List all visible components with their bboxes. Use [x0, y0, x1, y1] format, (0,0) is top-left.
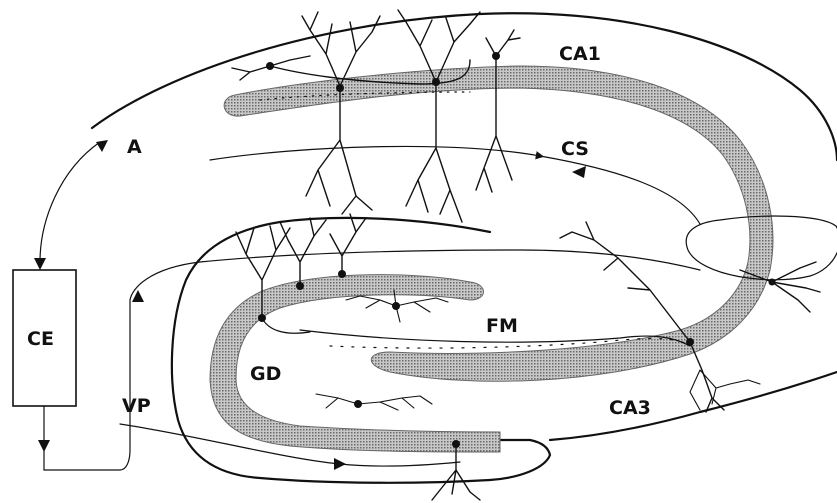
hilar-interneuron-soma: [392, 302, 400, 310]
dg-basket-cell-soma: [354, 400, 362, 408]
label-ca3: CA3: [609, 397, 651, 419]
ca1-neuron-1-soma: [336, 84, 344, 92]
ca3-pyramidal-neuron-1: [560, 222, 724, 412]
label-vp: VP: [122, 395, 151, 417]
dentate-bottom-cell-soma: [452, 440, 460, 448]
label-a: A: [127, 136, 142, 158]
dg-basket-cell: [316, 394, 432, 410]
ca1-neuron-3-soma: [492, 52, 500, 60]
ca1-pyramidal-neuron-2: [398, 10, 480, 222]
path-a-arrow-ce: [34, 258, 46, 270]
granule-axon: [262, 318, 310, 333]
granule-cell-2-soma: [296, 282, 304, 290]
granule-cell-3-soma: [338, 270, 346, 278]
ca1-neuron-2-soma: [432, 78, 440, 86]
vp-lower-arrow: [334, 458, 346, 470]
ca1-interneuron-soma: [266, 62, 274, 70]
vp-arrow-down: [38, 440, 50, 452]
label-ca1: CA1: [559, 43, 601, 65]
inner-outline-lower: [550, 372, 837, 440]
cs-arrowhead: [572, 166, 586, 178]
path-a-arrow: [96, 140, 108, 152]
ca1-pyramidal-neuron-1: [302, 12, 380, 214]
label-cs: CS: [561, 138, 589, 160]
path-a: [40, 142, 100, 262]
ca3-dendrite-cluster: [690, 370, 760, 410]
schaffer-collateral-path: [210, 146, 700, 224]
ca3-neuron-1-soma: [686, 338, 694, 346]
label-ce: CE: [27, 328, 54, 350]
label-fm: FM: [486, 315, 518, 337]
label-gd: GD: [250, 363, 281, 385]
ca3-neuron-2-soma: [769, 279, 776, 286]
